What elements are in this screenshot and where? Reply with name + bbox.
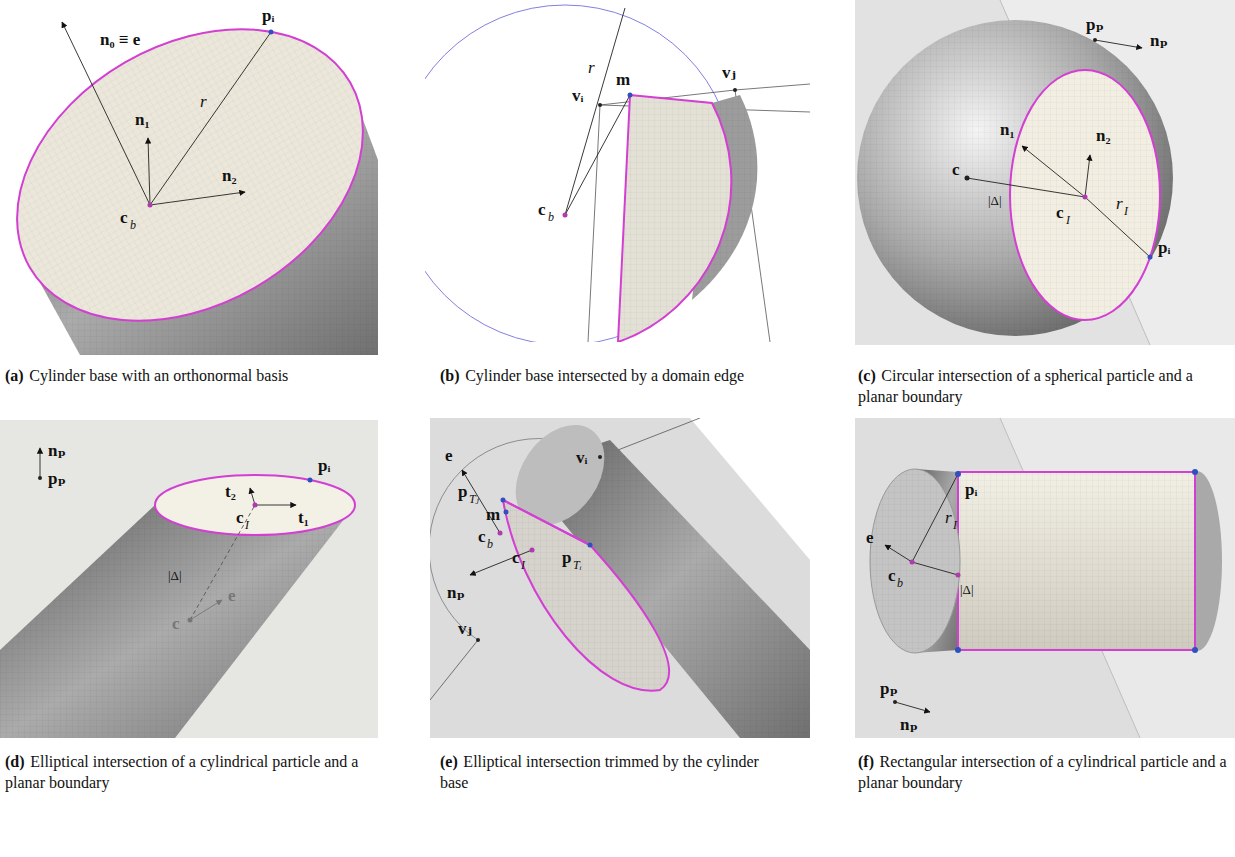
math-label: p	[562, 548, 571, 568]
math-label: nₚ	[900, 714, 918, 735]
caption-text: Elliptical intersection trimmed by the c…	[440, 753, 759, 791]
subscript-label: b	[487, 537, 493, 552]
caption-text: Cylinder base intersected by a domain ed…	[465, 367, 744, 384]
math-label: n₀ ≡ e	[100, 30, 140, 50]
math-label: c	[236, 508, 244, 528]
panel-caption: (c)Circular intersection of a spherical …	[858, 366, 1208, 408]
caption-text: Cylinder base with an orthonormal basis	[29, 367, 288, 384]
math-label: pᵢ	[262, 6, 274, 26]
subscript-label: I	[1066, 213, 1070, 228]
math-label: c	[172, 614, 180, 634]
math-label: nₚ	[1150, 30, 1168, 51]
caption-tag: (f)	[858, 753, 874, 770]
panel-d-art	[0, 420, 378, 738]
math-label: pᵢ	[1158, 238, 1170, 258]
subscript-label: I	[521, 558, 525, 573]
distance-label: |Δ|	[168, 568, 182, 584]
math-label: c	[512, 548, 520, 568]
math-label: m	[616, 70, 630, 90]
math-label: n₂	[222, 166, 237, 186]
panel-a-art	[0, 0, 378, 355]
math-label: pₚ	[880, 678, 898, 699]
caption-tag: (e)	[440, 753, 458, 770]
math-label: n₁	[1000, 120, 1015, 140]
math-label: m	[486, 505, 500, 525]
subscript-label: b	[548, 210, 554, 225]
distance-label: |Δ|	[960, 582, 974, 598]
subscript-label: b	[130, 218, 136, 233]
panel-f-art	[855, 418, 1235, 738]
panel-caption: (f)Rectangular intersection of a cylindr…	[858, 752, 1228, 794]
math-label: pₚ	[1086, 14, 1104, 35]
math-label: n₁	[135, 110, 150, 130]
math-label: vⱼ	[458, 618, 472, 639]
subscript-label: b	[897, 576, 903, 591]
panel-c-art	[855, 0, 1235, 345]
math-label: vᵢ	[572, 86, 584, 106]
caption-tag: (d)	[5, 753, 25, 770]
math-label: c	[478, 527, 486, 547]
math-label: vⱼ	[722, 62, 736, 83]
panel-b-art	[425, 5, 810, 342]
math-label: c	[538, 200, 546, 220]
math-label: pᵢ	[318, 456, 330, 476]
math-label: c	[1056, 203, 1064, 223]
math-label: c	[888, 566, 896, 586]
panel-caption: (b) Cylinder base intersected by a domain…	[440, 366, 790, 387]
subscript-label: I	[245, 518, 249, 533]
math-label: e	[228, 586, 236, 606]
math-label: t₂	[225, 482, 236, 502]
math-label: pₚ	[48, 468, 66, 489]
caption-text: Rectangular intersection of a cylindrica…	[858, 753, 1227, 791]
caption-tag: (a)	[5, 367, 24, 384]
math-label: vᵢ	[576, 448, 588, 468]
subscript-label: I	[953, 518, 957, 533]
math-label: r	[588, 58, 595, 78]
distance-label: |Δ|	[988, 193, 1002, 209]
math-label: nₚ	[447, 582, 465, 603]
subscript-label: Tᵢ	[573, 558, 582, 573]
subscript-label: I	[1124, 204, 1128, 219]
panel-caption: (d)Elliptical intersection of a cylindri…	[5, 752, 370, 794]
caption-text: Elliptical intersection of a cylindrical…	[5, 753, 358, 791]
panel-caption: (a) Cylinder base with an orthonormal bas…	[5, 366, 370, 387]
subscript-label: Tⱼ	[469, 492, 479, 507]
math-label: e	[445, 446, 453, 466]
panel-e-art	[430, 418, 810, 738]
math-label: e	[866, 528, 874, 548]
panel-caption: (e)Elliptical intersection trimmed by th…	[440, 752, 785, 794]
math-label: t₁	[298, 508, 309, 528]
caption-tag: (c)	[858, 367, 876, 384]
math-label: r	[1116, 194, 1123, 214]
math-label: pᵢ	[965, 480, 977, 500]
math-label: n₂	[1096, 126, 1111, 146]
math-label: c	[952, 160, 960, 180]
caption-text: Circular intersection of a spherical par…	[858, 367, 1193, 405]
math-label: r	[945, 508, 952, 528]
math-label: c	[120, 208, 128, 228]
math-label: r	[200, 92, 207, 112]
caption-tag: (b)	[440, 367, 460, 384]
math-label: nₚ	[48, 440, 66, 461]
math-label: p	[458, 482, 467, 502]
